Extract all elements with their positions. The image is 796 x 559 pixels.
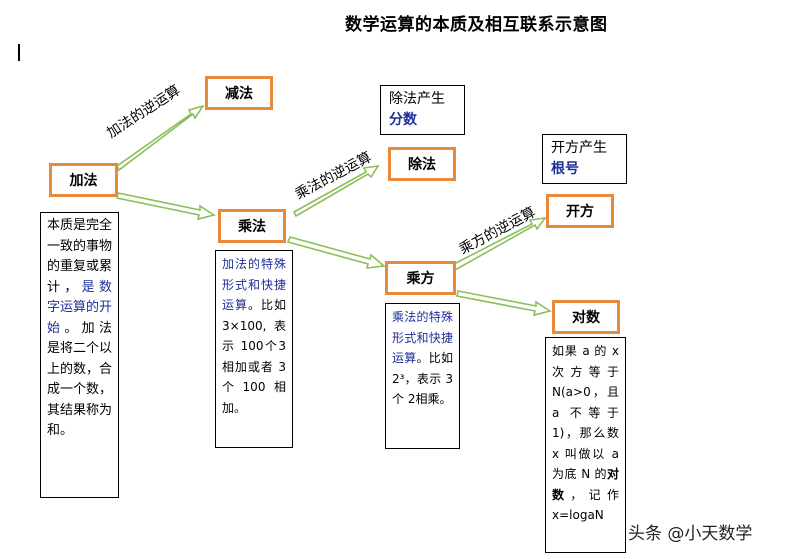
note-add: 本质是完全一致的事物的重复或累计，是数字运算的开始。加法是将二个以上的数，合成一…: [40, 212, 119, 498]
tag-divide-line2: 分数: [389, 112, 417, 128]
note-add-text3: 。加法是将二个以上的数，合成一个数，其结果称为和。: [47, 320, 113, 439]
note-power-text2: 。比如 2³，表示 3 个 2相乘。: [392, 351, 453, 406]
tag-root-line1: 开方产生: [551, 140, 607, 156]
note-log-text1: 如果 a 的 x 次方等于 N(a>0，且 a 不等于 1)，那么数 x 叫做以…: [552, 344, 619, 481]
arrow-multiply-to-divide: [292, 164, 380, 218]
note-multiply-text2: 。比如3×100,表示 100个3相加或者 3 个100相加。: [222, 298, 286, 415]
tag-divide-fraction: 除法产生 分数: [380, 85, 465, 135]
tag-root-radical: 开方产生 根号: [542, 134, 627, 184]
note-log: 如果 a 的 x 次方等于 N(a>0，且 a 不等于 1)，那么数 x 叫做以…: [545, 337, 626, 553]
note-multiply-text1: 加法的特殊形式和快捷运算: [222, 257, 286, 312]
node-root: 开方: [546, 194, 614, 228]
node-divide: 除法: [388, 147, 456, 181]
watermark-text: 头条 @小天数学: [628, 524, 753, 544]
arrow-power-to-root: [450, 216, 547, 272]
text-cursor: [18, 44, 20, 61]
note-add-text1: 本质是完全一致的事物的重复或累计，: [47, 218, 113, 295]
note-multiply: 加法的特殊形式和快捷运算。比如3×100,表示 100个3相加或者 3 个100…: [215, 250, 293, 448]
note-add-text2: 是数字运算的开始: [47, 279, 113, 336]
node-subtract: 减法: [205, 76, 273, 110]
arrow-multiply-to-power: [286, 236, 386, 269]
note-power-text1: 乘法的特殊形式和快捷运算: [392, 310, 453, 365]
diagram-title: 数学运算的本质及相互联系示意图: [345, 15, 608, 35]
note-power: 乘法的特殊形式和快捷运算。比如 2³，表示 3 个 2相乘。: [385, 303, 460, 449]
arrow-power-to-log: [456, 290, 552, 317]
note-log-text3: ，记作 x=logaN: [552, 487, 619, 523]
tag-root-line2: 根号: [551, 161, 579, 177]
node-multiply: 乘法: [218, 209, 286, 243]
node-log: 对数: [552, 300, 620, 334]
arrow-add-to-multiply: [116, 192, 216, 221]
node-power: 乘方: [385, 261, 456, 295]
tag-divide-line1: 除法产生: [389, 91, 445, 107]
note-log-text2: 对数: [552, 467, 619, 502]
arrow-add-to-subtract: [115, 104, 205, 172]
node-add: 加法: [49, 163, 118, 197]
